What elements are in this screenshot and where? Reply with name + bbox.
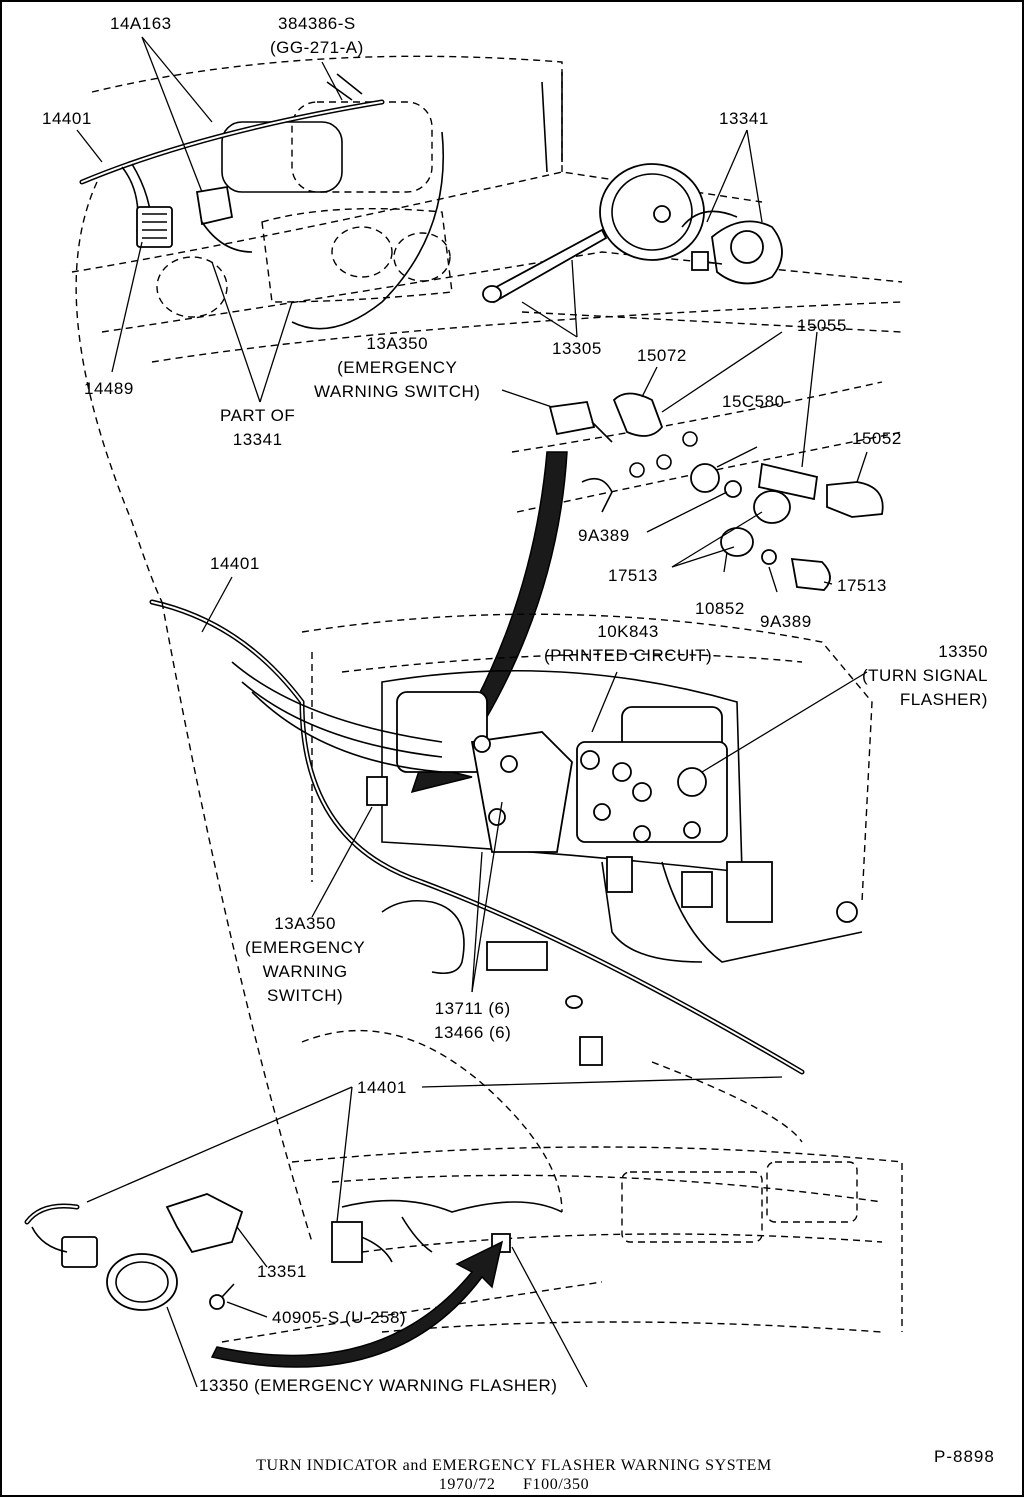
label-part-of-13341: PART OF 13341 — [220, 406, 296, 449]
leader-lines — [76, 36, 868, 1388]
label-17513-b: 17513 — [837, 576, 887, 595]
label-9a389-b: 9A389 — [760, 612, 812, 631]
label-13351: 13351 — [257, 1262, 307, 1281]
caption-subtitle: 1970/72 F100/350 — [438, 1476, 590, 1493]
label-13a350-top: 13A350 (EMERGENCY WARNING SWITCH) — [314, 334, 481, 401]
instrument-cluster-area — [149, 599, 873, 1075]
label-15052: 15052 — [852, 429, 902, 448]
label-14a163: 14A163 — [110, 14, 172, 33]
label-13711-13466: 13711 (6) 13466 (6) — [434, 999, 512, 1042]
label-9a389-a: 9A389 — [578, 526, 630, 545]
label-14489: 14489 — [84, 379, 134, 398]
label-14401-mid: 14401 — [210, 554, 260, 573]
label-13350-emergency-warning-flasher: 13350 (EMERGENCY WARNING FLASHER) — [199, 1376, 558, 1395]
label-14401-top: 14401 — [42, 109, 92, 128]
label-13a350-mid: 13A350 (EMERGENCY WARNING SWITCH) — [245, 914, 366, 1005]
lower-dash-area — [24, 601, 903, 1368]
label-15055: 15055 — [797, 316, 847, 335]
label-17513-a: 17513 — [608, 566, 658, 585]
label-15c580: 15C580 — [722, 392, 785, 411]
steering-column-area — [71, 55, 903, 603]
label-10852: 10852 — [695, 599, 745, 618]
label-13305: 13305 — [552, 339, 602, 358]
label-384386-s: 384386-S (GG-271-A) — [270, 14, 364, 57]
label-13341-top: 13341 — [719, 109, 769, 128]
label-40905-s: 40905-S (U-258) — [272, 1308, 407, 1327]
plate-number: P-8898 — [934, 1447, 995, 1466]
label-13350-turn-signal-flasher: 13350 (TURN SIGNAL FLASHER) — [862, 642, 988, 709]
label-10k843: 10K843 (PRINTED CIRCUIT) — [544, 622, 713, 665]
label-14401-bottom: 14401 — [357, 1078, 407, 1097]
label-15072: 15072 — [637, 346, 687, 365]
caption-title: TURN INDICATOR and EMERGENCY FLASHER WAR… — [256, 1457, 772, 1474]
